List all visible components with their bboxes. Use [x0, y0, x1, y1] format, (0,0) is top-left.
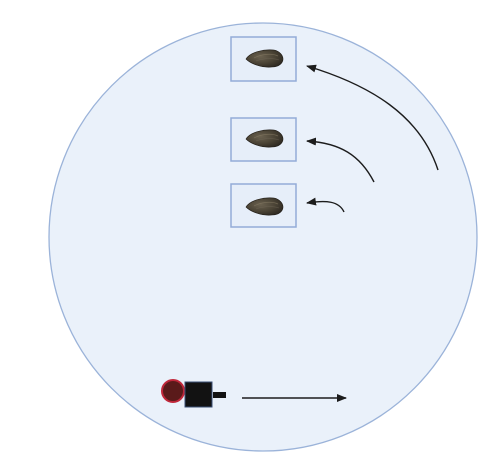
curved-arrow-medium: [306, 137, 375, 183]
specimen-middle: [230, 117, 297, 162]
device-body: [184, 381, 213, 408]
specimen-bottom: [230, 183, 297, 228]
device-connector: [213, 392, 226, 398]
arena-circle: [48, 22, 478, 452]
curved-arrow-large: [306, 64, 439, 171]
device-lens-icon: [161, 379, 185, 403]
curved-arrow-small: [306, 197, 345, 213]
specimen-top: [230, 36, 297, 82]
camera-device: [161, 379, 226, 408]
